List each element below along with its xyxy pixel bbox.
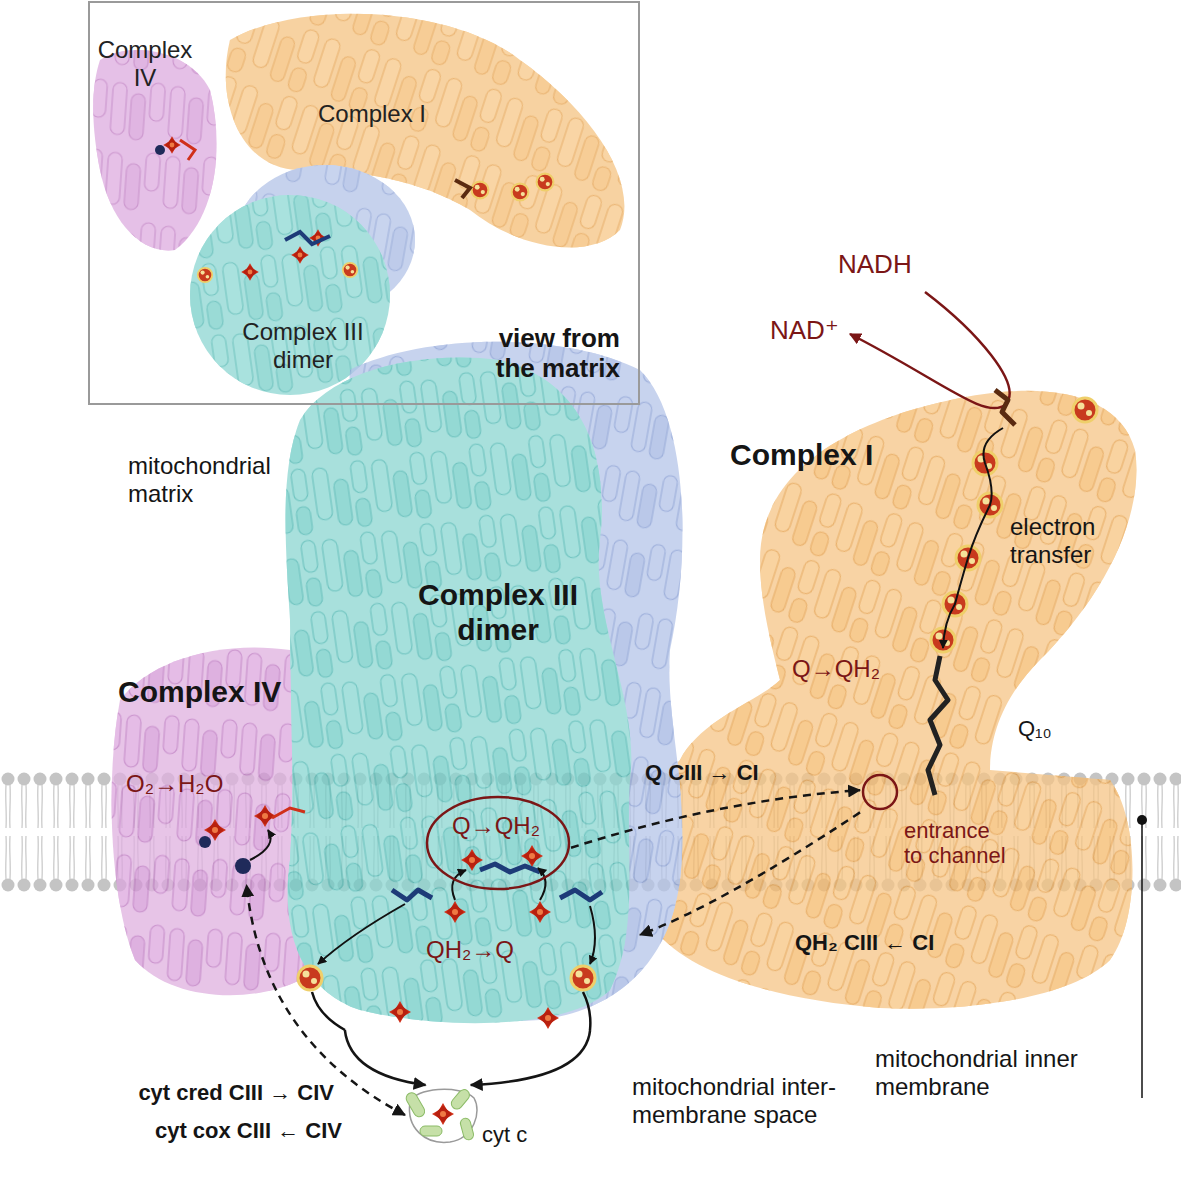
connector — [471, 1030, 590, 1085]
reaction-label: QH₂→Q — [426, 936, 514, 964]
edge-label: Q CIII → CI — [645, 760, 759, 785]
inset-illustration — [88, 1, 640, 405]
process-label: electron transfer — [1010, 513, 1150, 568]
edge-label: QH₂ CIII ← CI — [795, 930, 934, 955]
complex-iii-dimer: Complex III dimerQ→QH₂ — [296, 330, 640, 1030]
channel-circle — [860, 772, 900, 812]
shuttle-label: cyt cox CIII ← CIV — [4, 1118, 342, 1143]
node-title: Complex I — [730, 438, 920, 473]
node-title: Complex IV — [118, 675, 290, 710]
complex-i-inset: Complex I — [215, 4, 635, 196]
connector — [640, 812, 860, 934]
complex-iii-inset: Complex III dimer — [203, 200, 403, 398]
complex-i: Complex I entrance to channel — [648, 375, 1138, 1012]
cytochrome-c: cyt c — [405, 1085, 542, 1160]
reaction-label: Q→QH₂ — [792, 655, 880, 683]
protein-complexes — [112, 342, 1137, 1023]
complex-iv-inset: Complex IV — [90, 30, 202, 255]
outline-circle — [863, 775, 897, 809]
cofactor-label: Q₁₀ — [1018, 716, 1052, 741]
complex-i-cofactors — [850, 292, 1147, 1098]
node-title: Complex III dimer — [398, 578, 598, 647]
site-ellipse — [425, 795, 571, 891]
compartment-label: mitochondrial inter- membrane space — [632, 1073, 847, 1128]
compartment-label: mitochondrial matrix — [128, 452, 293, 507]
node-title: Complex III dimer — [228, 318, 378, 373]
complex-iii-cofactors — [298, 845, 602, 1030]
qi-site-ellipse: Q→QH₂ — [425, 795, 571, 891]
reaction-label: O₂→H₂O — [126, 770, 223, 798]
node-title: Complex IV — [92, 36, 198, 91]
cytochrome-c-figure — [404, 1087, 477, 1142]
complex-iv: Complex IV — [108, 640, 294, 885]
node-title: view from the matrix — [470, 324, 620, 384]
membrane-label: mitochondrial inner membrane — [875, 1045, 1087, 1100]
connector — [345, 1030, 426, 1085]
connector — [571, 790, 860, 848]
node-title: cyt c — [482, 1122, 538, 1147]
product-label: NAD⁺ — [770, 316, 839, 346]
node-title: entrance to channel — [904, 818, 1009, 869]
channel-entrance: entrance to channel — [860, 772, 1065, 873]
complex-iv-cofactors — [199, 805, 305, 874]
outline-ellipse — [427, 797, 569, 889]
inset-panel: view from the matrix Complex IV Complex I C… — [88, 1, 640, 405]
node-title: Complex I — [318, 100, 458, 128]
substrate-label: NADH — [838, 250, 912, 280]
shuttle-label: cyt cred CIII → CIV — [4, 1080, 334, 1105]
node-title: Q→QH₂ — [425, 812, 567, 840]
